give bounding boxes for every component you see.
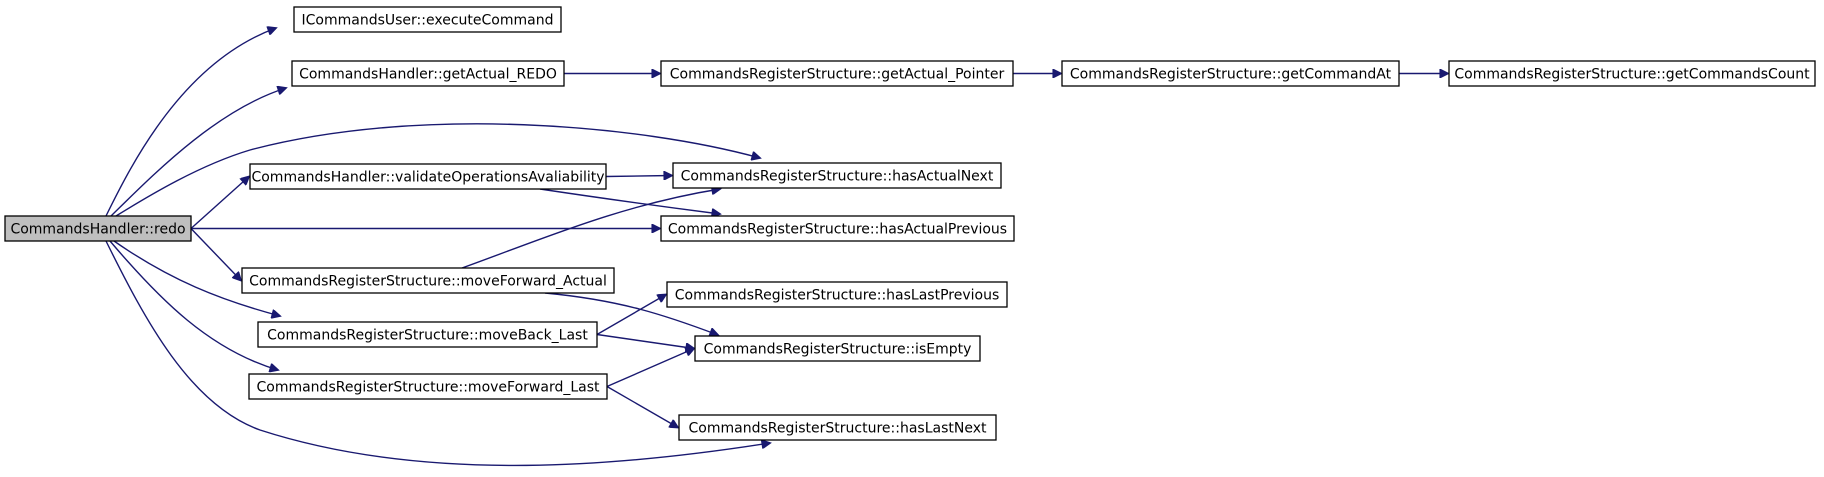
node-execute[interactable]: ICommandsUser::executeCommand (293, 6, 562, 33)
nodes-layer: CommandsHandler::redo ICommandsUser::exec… (4, 6, 1816, 441)
node-label-moveForwardActual: CommandsRegisterStructure::moveForward_A… (249, 274, 607, 290)
node-box-moveForwardActual[interactable] (241, 267, 615, 294)
edge-validate-to-hasActualNext (605, 176, 672, 177)
node-label-execute: ICommandsUser::executeCommand (302, 13, 554, 29)
node-box-redo[interactable] (4, 215, 192, 242)
node-label-getActualRedo: CommandsHandler::getActual_REDO (299, 67, 557, 83)
edge-moveBackLast-to-hasLastPrevious (596, 295, 666, 336)
node-moveBackLast[interactable]: CommandsRegisterStructure::moveBack_Last (257, 321, 598, 348)
edge-redo-to-moveBackLast (113, 240, 280, 316)
node-box-getActualRedo[interactable] (291, 60, 565, 87)
node-getCommandAt[interactable]: CommandsRegisterStructure::getCommandAt (1061, 60, 1400, 87)
node-hasActualPrevious[interactable]: CommandsRegisterStructure::hasActualPrev… (660, 215, 1015, 242)
edge-redo-to-getActualRedo (110, 88, 286, 217)
node-label-hasActualPrevious: CommandsRegisterStructure::hasActualPrev… (668, 222, 1007, 238)
edge-moveForwardLast-to-isEmpty (606, 349, 694, 388)
node-box-hasActualNext[interactable] (672, 162, 1002, 189)
node-hasActualNext[interactable]: CommandsRegisterStructure::hasActualNext (672, 162, 1002, 189)
node-label-getCommandAt: CommandsRegisterStructure::getCommandAt (1070, 67, 1392, 83)
node-label-moveBackLast: CommandsRegisterStructure::moveBack_Last (267, 328, 588, 344)
node-box-validate[interactable] (249, 163, 607, 190)
node-isEmpty[interactable]: CommandsRegisterStructure::isEmpty (694, 335, 981, 362)
node-getCommandsCount[interactable]: CommandsRegisterStructure::getCommandsCo… (1448, 60, 1816, 87)
node-label-hasActualNext: CommandsRegisterStructure::hasActualNext (681, 169, 994, 185)
edge-redo-to-hasLastNext (105, 240, 770, 467)
edges-layer (105, 28, 1448, 467)
node-hasLastPrevious[interactable]: CommandsRegisterStructure::hasLastPrevio… (666, 281, 1008, 308)
edge-redo-to-execute (105, 28, 276, 217)
edge-moveForwardActual-to-hasActualNext (461, 189, 720, 269)
node-getActualRedo[interactable]: CommandsHandler::getActual_REDO (291, 60, 565, 87)
node-label-moveForwardLast: CommandsRegisterStructure::moveForward_L… (256, 380, 600, 396)
edge-moveForwardLast-to-hasLastNext (606, 385, 678, 428)
node-getActualPointer[interactable]: CommandsRegisterStructure::getActual_Poi… (660, 60, 1014, 87)
node-label-validate: CommandsHandler::validateOperationsAvali… (251, 170, 604, 186)
node-label-getActualPointer: CommandsRegisterStructure::getActual_Poi… (670, 67, 1005, 83)
node-redo[interactable]: CommandsHandler::redo (4, 215, 192, 242)
edge-redo-to-moveForwardActual (190, 228, 241, 281)
node-hasLastNext[interactable]: CommandsRegisterStructure::hasLastNext (678, 414, 997, 441)
node-label-redo: CommandsHandler::redo (10, 222, 185, 238)
node-box-hasLastPrevious[interactable] (666, 281, 1008, 308)
node-box-moveForwardLast[interactable] (248, 373, 608, 400)
edge-redo-to-moveForwardLast (109, 240, 278, 370)
node-moveForwardLast[interactable]: CommandsRegisterStructure::moveForward_L… (248, 373, 608, 400)
node-label-hasLastPrevious: CommandsRegisterStructure::hasLastPrevio… (675, 288, 1000, 304)
node-box-moveBackLast[interactable] (257, 321, 598, 348)
node-label-isEmpty: CommandsRegisterStructure::isEmpty (704, 342, 972, 358)
node-box-execute[interactable] (293, 6, 562, 33)
node-box-hasLastNext[interactable] (678, 414, 997, 441)
node-box-getCommandAt[interactable] (1061, 60, 1400, 87)
node-label-getCommandsCount: CommandsRegisterStructure::getCommandsCo… (1454, 67, 1810, 83)
node-box-getCommandsCount[interactable] (1448, 60, 1816, 87)
node-box-isEmpty[interactable] (694, 335, 981, 362)
node-box-hasActualPrevious[interactable] (660, 215, 1015, 242)
node-box-getActualPointer[interactable] (660, 60, 1014, 87)
node-moveForwardActual[interactable]: CommandsRegisterStructure::moveForward_A… (241, 267, 615, 294)
node-validate[interactable]: CommandsHandler::validateOperationsAvali… (249, 163, 607, 190)
edge-redo-to-hasActualNext (115, 123, 760, 217)
edge-moveBackLast-to-isEmpty (596, 333, 694, 349)
edge-validate-to-hasActualPrevious (539, 188, 720, 214)
edge-redo-to-validate (190, 177, 249, 230)
node-label-hasLastNext: CommandsRegisterStructure::hasLastNext (689, 421, 987, 437)
